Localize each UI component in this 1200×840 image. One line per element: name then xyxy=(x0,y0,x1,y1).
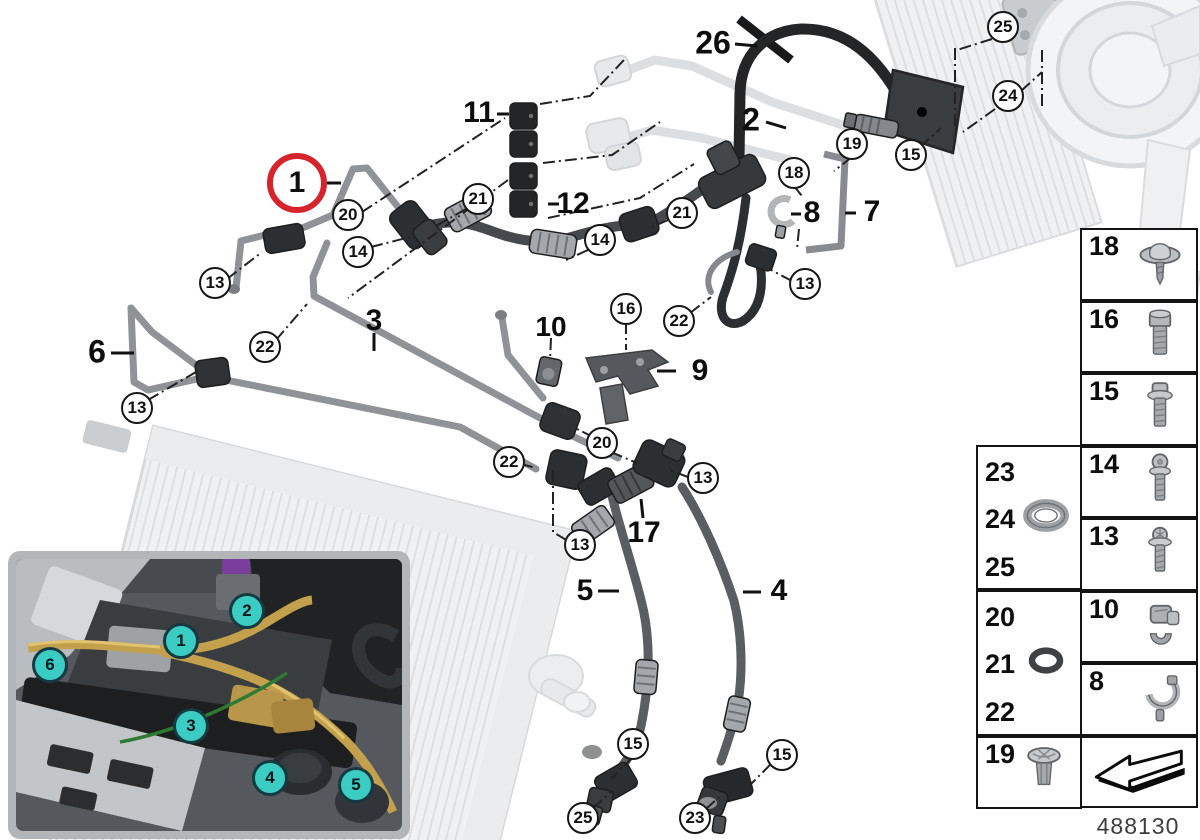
callout-13: 13 xyxy=(564,529,596,561)
inset-callout-5: 5 xyxy=(338,767,374,803)
label-7: 7 xyxy=(863,195,881,228)
inset-callout-4: 4 xyxy=(252,760,288,796)
flange-bolt-icon xyxy=(1132,377,1188,442)
legend-number: 8 xyxy=(1089,666,1105,696)
callout-22: 22 xyxy=(249,331,281,363)
label-3: 3 xyxy=(365,304,383,337)
fittings xyxy=(194,68,965,835)
pipe-2 xyxy=(733,23,915,166)
legend-number: 19 xyxy=(985,739,1016,769)
pipe-3 xyxy=(309,239,544,422)
clip-10 xyxy=(535,355,563,387)
inset-callout-2: 2 xyxy=(229,593,265,629)
legend-cell-15: 15 xyxy=(1080,373,1198,446)
label-4: 4 xyxy=(770,574,788,607)
callout-13: 13 xyxy=(687,462,719,494)
legend-cell-8: 8 xyxy=(1080,663,1198,736)
bracket-9 xyxy=(584,349,670,395)
label-8: 8 xyxy=(803,196,821,229)
label-ticks xyxy=(111,42,856,594)
legend-cell-13: 13 xyxy=(1080,518,1198,591)
callout-20: 20 xyxy=(332,199,364,231)
callout-20: 20 xyxy=(586,427,618,459)
label-11: 11 xyxy=(463,96,495,129)
callout-21: 21 xyxy=(666,197,698,229)
socket-bolt-icon xyxy=(1132,449,1188,514)
callout-15: 15 xyxy=(895,139,927,171)
callout-24: 24 xyxy=(992,80,1024,112)
callout-16: 16 xyxy=(610,293,642,325)
inset-callout-3: 3 xyxy=(173,708,209,744)
label-26: 26 xyxy=(695,24,731,61)
direction-arrow-icon xyxy=(1088,742,1188,801)
screw-washer-icon xyxy=(1132,232,1188,297)
callout-13: 13 xyxy=(121,392,153,424)
label-2: 2 xyxy=(742,101,760,138)
legend-cell-16: 16 xyxy=(1080,300,1198,373)
callout-14: 14 xyxy=(584,224,616,256)
callout-15: 15 xyxy=(766,739,798,771)
legend-number: 16 xyxy=(1089,303,1120,334)
spring-clamp-icon xyxy=(1132,667,1188,732)
combi-screw-icon xyxy=(1132,522,1188,587)
legend-number: 13 xyxy=(1089,521,1120,551)
callout-22: 22 xyxy=(663,305,695,337)
clip-11 xyxy=(509,102,538,158)
label-12: 12 xyxy=(556,187,590,220)
diagram-part-number: 488130 xyxy=(1096,813,1180,839)
label-5: 5 xyxy=(576,574,594,607)
hex-bolt-icon xyxy=(1132,304,1188,369)
label-17: 17 xyxy=(627,516,661,549)
label-6: 6 xyxy=(88,333,106,370)
callout-25: 25 xyxy=(567,802,599,834)
legend-cell-18: 18 xyxy=(1080,228,1198,301)
callout-21: 21 xyxy=(462,183,494,215)
callout-22: 22 xyxy=(493,446,525,478)
label-9: 9 xyxy=(691,354,709,387)
legend-number: 18 xyxy=(1089,231,1120,261)
pipe-clip-icon xyxy=(1132,594,1188,659)
gold-pipe-main xyxy=(27,595,313,655)
legend-number: 14 xyxy=(1089,448,1120,479)
callout-14: 14 xyxy=(342,236,374,268)
legend-number: 10 xyxy=(1089,593,1120,624)
legend-number: 15 xyxy=(1089,376,1120,406)
clip-12 xyxy=(509,162,538,218)
drop-hose xyxy=(716,193,766,328)
legend-cell-19: 19 xyxy=(976,736,1082,809)
callout-13: 13 xyxy=(789,268,821,300)
seal-ring-icon xyxy=(1018,485,1074,550)
inset-callout-1: 1 xyxy=(163,623,199,659)
callout-18: 18 xyxy=(778,157,810,189)
o-ring-icon xyxy=(1018,631,1074,696)
callout-25: 25 xyxy=(987,11,1019,43)
label-10: 10 xyxy=(535,311,567,342)
callout-13: 13 xyxy=(199,267,231,299)
purple-connector xyxy=(222,559,250,575)
highlighted-callout-1: 1 xyxy=(267,153,327,213)
legend-cell-10: 10 xyxy=(1080,590,1198,663)
legend-cell-14: 14 xyxy=(1080,445,1198,518)
callout-19: 19 xyxy=(836,128,868,160)
inset-callout-6: 6 xyxy=(32,647,68,683)
legend-cell-direction-arrow xyxy=(1080,735,1198,808)
green-wire xyxy=(119,671,288,744)
rivet-icon xyxy=(1016,740,1072,805)
callout-15: 15 xyxy=(617,728,649,760)
callout-23: 23 xyxy=(679,802,711,834)
